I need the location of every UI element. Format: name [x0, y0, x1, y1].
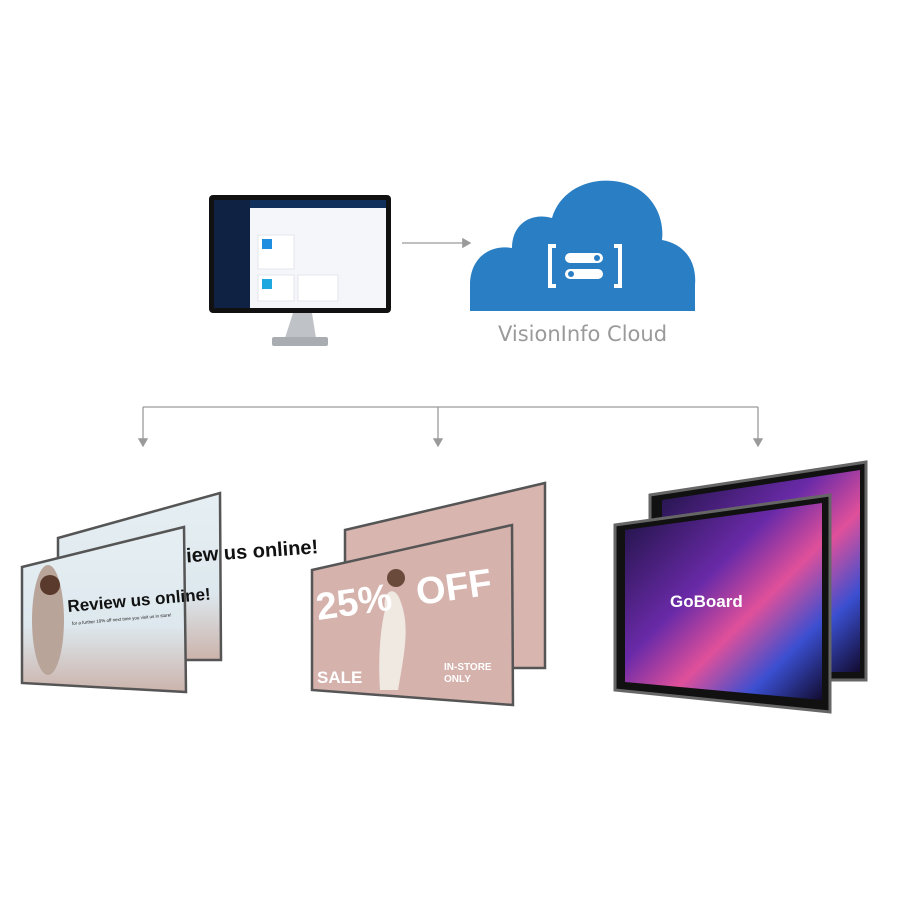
goboard-logo: GoBoard [670, 592, 743, 611]
display-group-goboard: GoBoard [613, 460, 868, 714]
bracket-icon [548, 244, 622, 288]
off-text: OFF [413, 562, 494, 614]
only-text: ONLY [444, 674, 471, 685]
model-image [379, 591, 406, 690]
display-group-retail-review: Review us online! Review us online! for … [20, 491, 319, 694]
display-group-sale: 25% OFF SALE IN-STORE ONLY [310, 481, 547, 707]
discount-text: 25% [313, 577, 394, 629]
cloud-icon [470, 180, 696, 311]
distribution-connector [137, 406, 764, 448]
sale-text: SALE [317, 668, 362, 687]
desktop-monitor [209, 195, 391, 346]
toggle-icon [565, 253, 603, 263]
app-sidebar [214, 200, 250, 308]
cloud-label: VisionInfo Cloud [497, 322, 668, 346]
in-store-text: IN-STORE [444, 662, 492, 673]
